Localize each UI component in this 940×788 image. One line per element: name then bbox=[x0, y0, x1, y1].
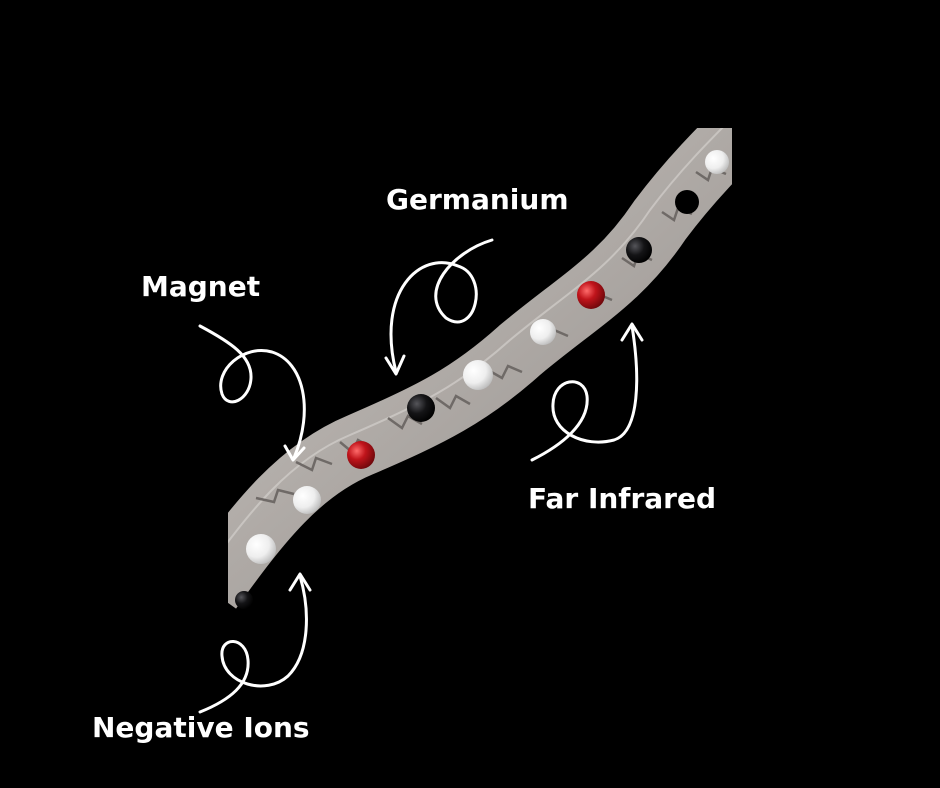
curly-arrow-icon bbox=[198, 324, 306, 462]
magnet-label: Magnet bbox=[141, 270, 261, 303]
empty-socket bbox=[675, 190, 699, 214]
stone-black bbox=[626, 237, 652, 263]
far-infrared-label: Far Infrared bbox=[528, 482, 717, 515]
bracelet-band bbox=[228, 128, 732, 609]
curly-arrow-icon bbox=[384, 238, 494, 376]
curly-arrow-icon bbox=[530, 322, 644, 462]
stone-red bbox=[577, 281, 605, 309]
stone-white bbox=[246, 534, 276, 564]
curly-arrow-icon bbox=[198, 572, 312, 714]
stone-white bbox=[705, 150, 729, 174]
germanium-label: Germanium bbox=[386, 183, 569, 216]
stone-white bbox=[530, 319, 556, 345]
stone-white bbox=[293, 486, 321, 514]
negative-ions-label: Negative Ions bbox=[92, 711, 310, 744]
stone-red bbox=[347, 441, 375, 469]
stone-white bbox=[463, 360, 493, 390]
stone-black bbox=[235, 591, 253, 609]
stone-black bbox=[407, 394, 435, 422]
